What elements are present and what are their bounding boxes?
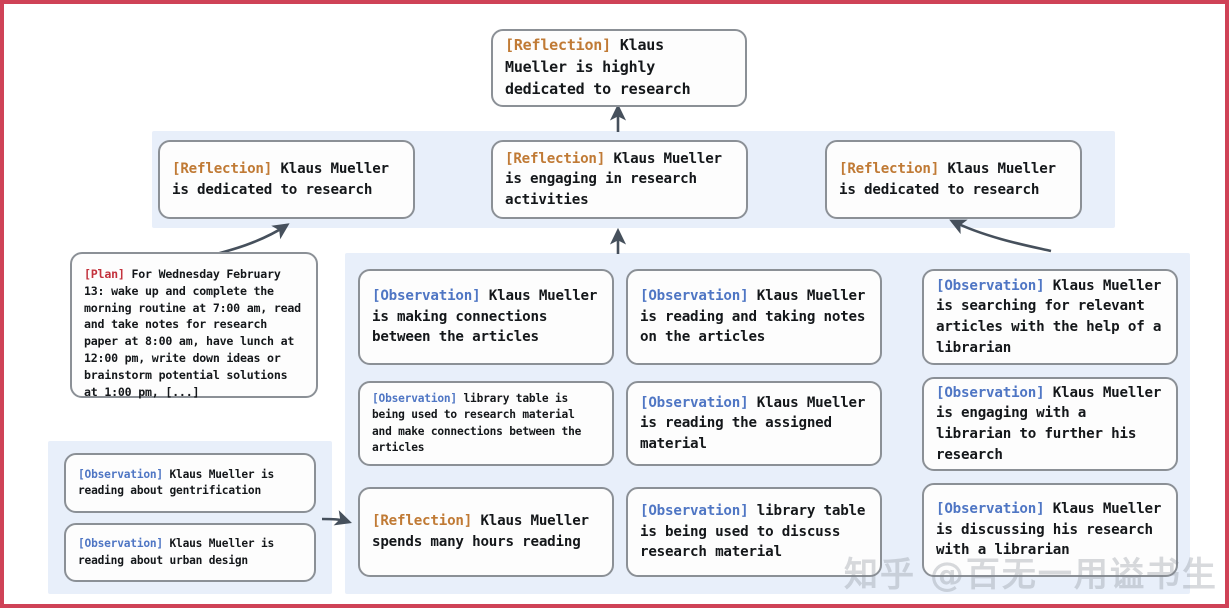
observation-tag: [Observation] [372,392,457,406]
root-reflection-text: [Reflection] Klaus Mueller is highly ded… [505,35,733,100]
col2-node-3[interactable]: [Reflection] Klaus Mueller spends many h… [358,487,614,577]
observation-body: library table is being used to research … [372,392,582,454]
col2-node-2-text: [Observation] library table is being use… [372,391,600,456]
col3-node-3[interactable]: [Observation] library table is being use… [626,487,882,577]
col3-node-2-text: [Observation] Klaus Mueller is reading t… [640,393,868,455]
observation-tag: [Observation] [640,394,749,411]
plan-node-text: [Plan] For Wednesday February 13: wake u… [84,266,304,400]
reflection-tag: [Reflection] [505,150,606,167]
reflection-body: Klaus Mueller spends many hours reading [372,513,589,550]
left-observation-node-1-text: [Observation] Klaus Mueller is reading a… [78,467,302,499]
observation-tag: [Observation] [936,384,1045,401]
observation-body: Klaus Mueller is reading the assigned ma… [640,394,866,452]
col3-node-1[interactable]: [Observation] Klaus Mueller is reading a… [626,269,882,365]
col2-node-1-text: [Observation] Klaus Mueller is making co… [372,286,600,348]
observation-tag: [Observation] [936,501,1045,518]
observation-body: Klaus Mueller is discussing his research… [936,501,1162,559]
col2-node-3-text: [Reflection] Klaus Mueller spends many h… [372,511,600,552]
reflection-node-3[interactable]: [Reflection] Klaus Mueller is dedicated … [825,140,1082,219]
left-observation-node-2-text: [Observation] Klaus Mueller is reading a… [78,536,302,568]
col4-node-2[interactable]: [Observation] Klaus Mueller is engaging … [922,377,1178,471]
reflection-tag: [Reflection] [172,160,273,177]
left-observation-node-2[interactable]: [Observation] Klaus Mueller is reading a… [64,523,316,582]
observation-body: Klaus Mueller is making connections betw… [372,288,598,346]
reflection-tag: [Reflection] [839,160,940,177]
observation-tag: [Observation] [78,467,163,481]
reflection-node-3-text: [Reflection] Klaus Mueller is dedicated … [839,159,1068,200]
col2-node-2[interactable]: [Observation] library table is being use… [358,381,614,466]
observation-tag: [Observation] [640,288,749,305]
reflection-body: Klaus Mueller is highly dedicated to res… [505,36,691,98]
observation-body: Klaus Mueller is reading about urban des… [78,537,275,567]
col4-node-1[interactable]: [Observation] Klaus Mueller is searching… [922,269,1178,365]
plan-node[interactable]: [Plan] For Wednesday February 13: wake u… [70,252,318,400]
observation-body: Klaus Mueller is reading and taking note… [640,288,866,346]
col4-node-2-text: [Observation] Klaus Mueller is engaging … [936,383,1164,465]
reflection-body: Klaus Mueller is dedicated to research [172,160,389,198]
observation-tag: [Observation] [372,288,481,305]
observation-tag: [Observation] [640,503,749,520]
col3-node-2[interactable]: [Observation] Klaus Mueller is reading t… [626,381,882,466]
col4-node-1-text: [Observation] Klaus Mueller is searching… [936,276,1164,358]
observation-body: Klaus Mueller is engaging with a librari… [936,384,1162,463]
col3-node-3-text: [Observation] library table is being use… [640,501,868,563]
reflection-node-1[interactable]: [Reflection] Klaus Mueller is dedicated … [158,140,415,219]
reflection-body: Klaus Mueller is engaging in research ac… [505,150,722,208]
watermark: 知乎 @百无一用谥书生 [844,555,1218,595]
observation-body: Klaus Mueller is searching for relevant … [936,277,1162,356]
col2-node-1[interactable]: [Observation] Klaus Mueller is making co… [358,269,614,365]
reflection-node-2[interactable]: [Reflection] Klaus Mueller is engaging i… [491,140,748,219]
col4-node-3-text: [Observation] Klaus Mueller is discussin… [936,499,1164,561]
left-observation-node-1[interactable]: [Observation] Klaus Mueller is reading a… [64,453,316,513]
root-reflection-node[interactable]: [Reflection] Klaus Mueller is highly ded… [491,29,747,107]
reflection-tag: [Reflection] [505,36,611,55]
observation-tag: [Observation] [936,277,1045,294]
plan-body: For Wednesday February 13: wake up and c… [84,267,301,399]
reflection-tag: [Reflection] [372,513,473,530]
reflection-body: Klaus Mueller is dedicated to research [839,160,1056,198]
col3-node-1-text: [Observation] Klaus Mueller is reading a… [640,286,868,348]
col4-node-3[interactable]: [Observation] Klaus Mueller is discussin… [922,483,1178,577]
reflection-node-1-text: [Reflection] Klaus Mueller is dedicated … [172,159,401,200]
observation-tag: [Observation] [78,537,163,551]
observation-body: Klaus Mueller is reading about gentrific… [78,467,275,497]
plan-tag: [Plan] [84,267,125,281]
reflection-node-2-text: [Reflection] Klaus Mueller is engaging i… [505,149,734,211]
observation-body: library table is being used to discuss r… [640,503,866,561]
